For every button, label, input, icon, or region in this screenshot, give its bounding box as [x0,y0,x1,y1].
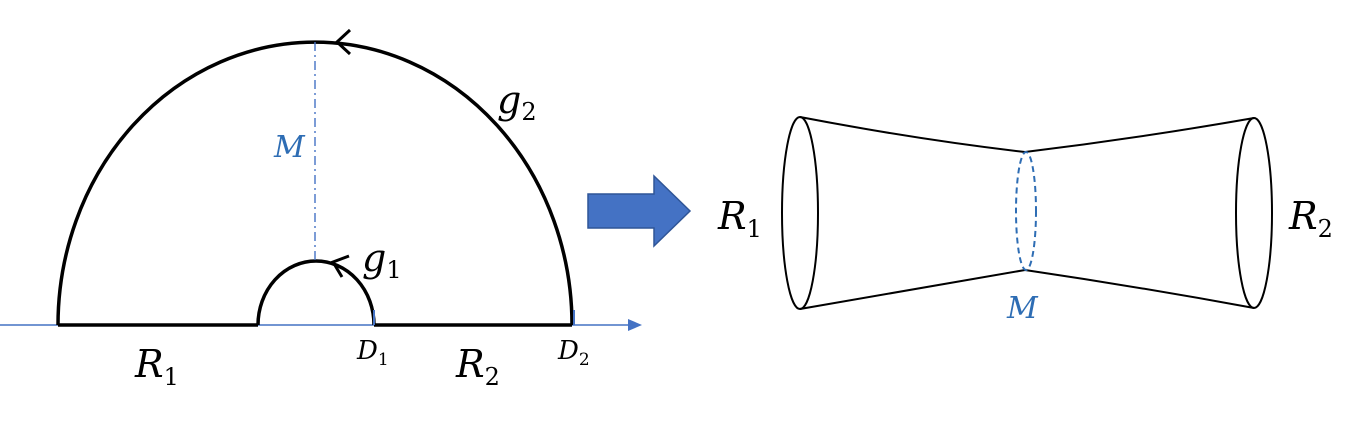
tube-left-end [781,116,819,310]
label-R1-left: R1 [134,342,179,391]
axis-arrowhead [628,319,642,331]
label-R2-left: R2 [455,342,500,391]
label-D1: D1 [356,336,389,370]
label-M-left: M [273,130,306,165]
inner-arc-g1 [256,259,376,326]
arrow-g1-icon [330,254,350,278]
label-R2-right: R2 [1288,194,1333,243]
label-R1-right: R1 [717,194,762,243]
waist-circle-M [1015,151,1037,271]
tube-right-end [1235,117,1273,309]
label-g2: g2 [497,78,537,126]
arrow-g2-icon [334,28,352,56]
label-g1: g1 [362,236,402,284]
tube-top-edge [799,116,1255,154]
label-M-right: M [1006,291,1039,326]
label-D2: D2 [557,336,590,370]
right-figure: R1 R2 M [717,116,1333,326]
left-figure: g2 g1 M R1 R2 D1 D2 [0,28,642,391]
transform-arrow-icon [587,174,692,248]
